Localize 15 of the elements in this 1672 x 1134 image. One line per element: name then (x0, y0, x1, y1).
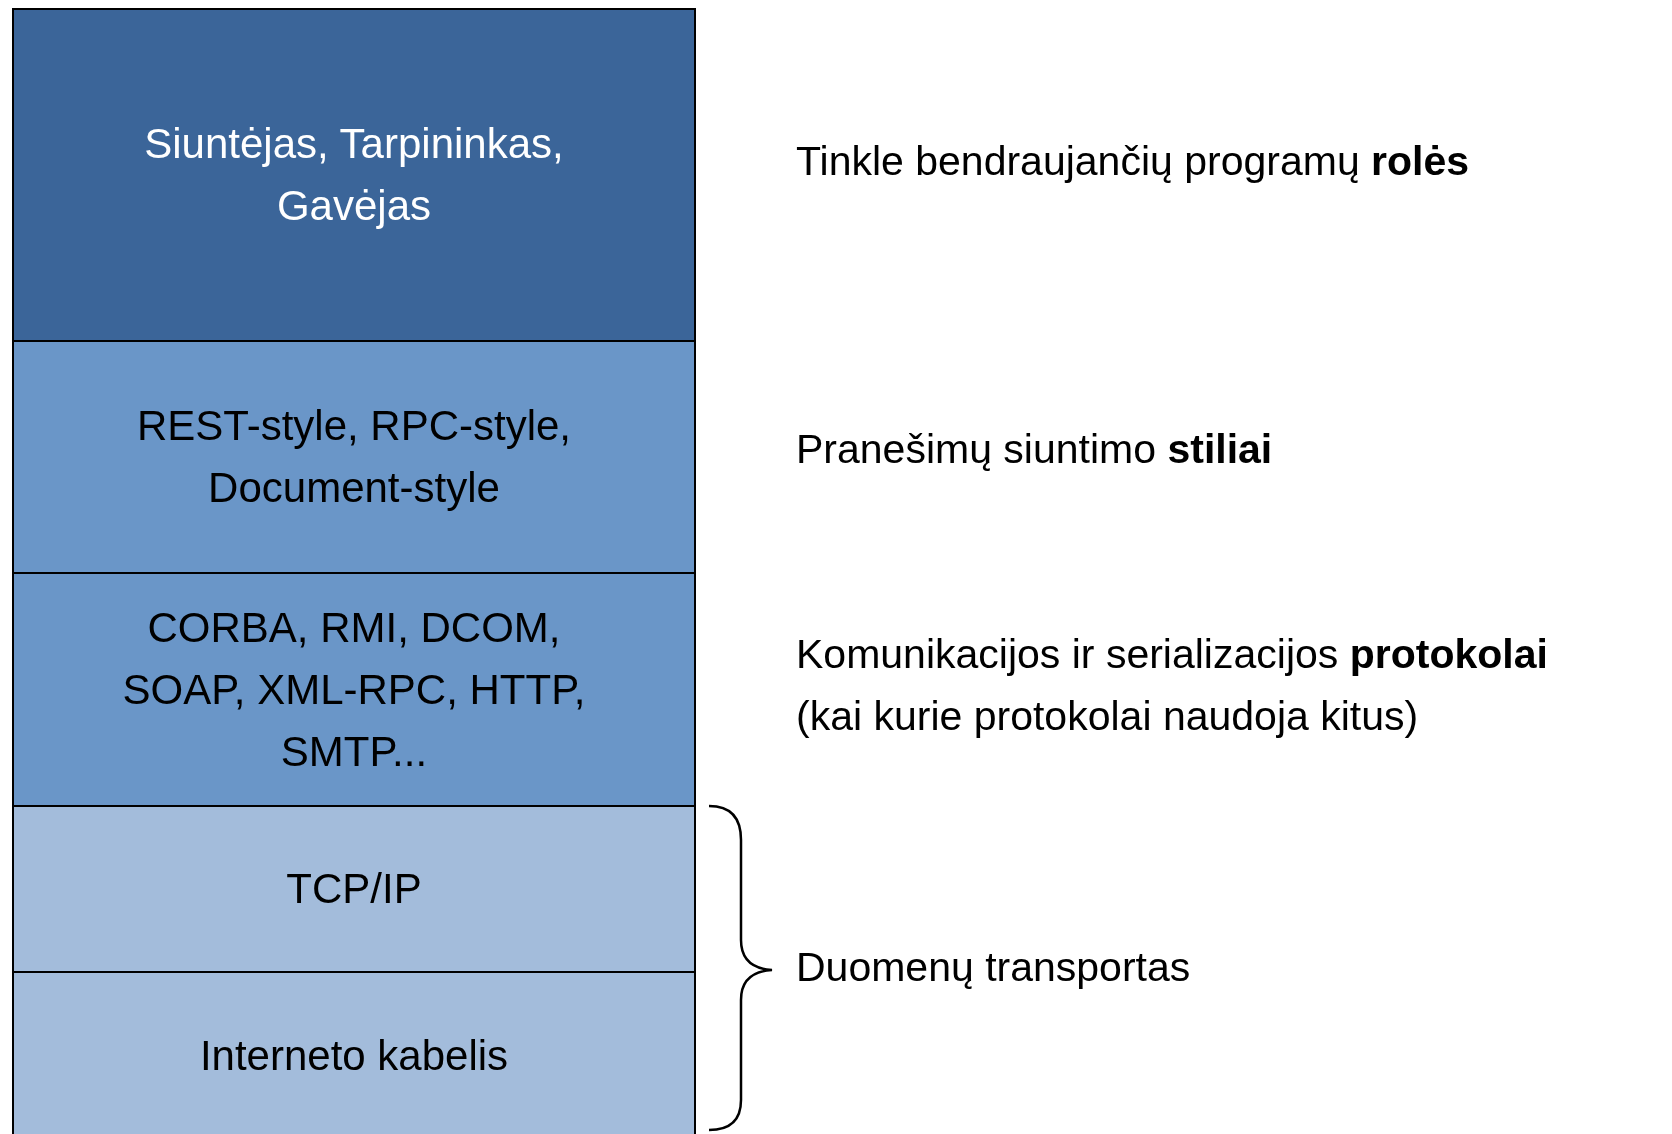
layer-box (12, 8, 696, 342)
layer-label: Siuntėjas, Tarpininkas, Gavėjas (143, 119, 565, 231)
layer-box (12, 572, 696, 807)
layer-description: Tinkle bendraujančių programų rolės (796, 137, 1470, 186)
layer-description: Komunikacijos ir serializacijos protokolai (796, 630, 1548, 679)
layer-description: Pranešimų siuntimo stiliai (796, 425, 1273, 474)
layer-label: Interneto kabelis (199, 1031, 509, 1081)
layer-box (12, 805, 696, 973)
layer-label: CORBA, RMI, DCOM, SOAP, XML-RPC, HTTP, SMTP... (121, 602, 587, 777)
layer-description: (kai kurie protokolai naudoja kitus) (796, 692, 1419, 741)
brace-label: Duomenų transportas (796, 943, 1191, 992)
layer-label: TCP/IP (286, 864, 422, 914)
layer-box (12, 340, 696, 574)
layer-box (12, 971, 696, 1134)
layer-label: REST-style, RPC-style, Document-style (135, 401, 573, 513)
